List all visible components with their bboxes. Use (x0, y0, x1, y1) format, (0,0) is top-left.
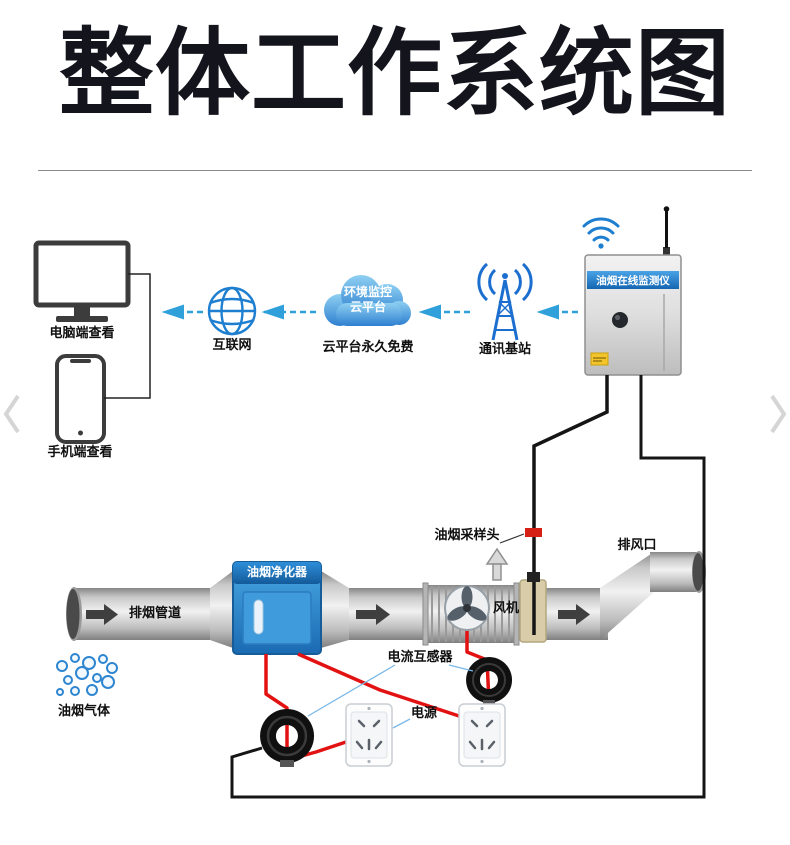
carousel-next-icon[interactable] (770, 394, 787, 434)
wifi-icon (582, 217, 620, 242)
device-header-label: 油烟在线监测仪 (596, 275, 670, 287)
red-wire-purifier-to-left-outlet (264, 654, 347, 762)
sampling-leader-line (499, 533, 525, 544)
power-label: 电源 (410, 705, 438, 720)
black-loop-wire (230, 375, 706, 799)
fan-icon (444, 585, 490, 631)
current-transformer-label: 电流互感器 (387, 649, 453, 664)
power-outlet-left (345, 703, 393, 767)
computer-icon (33, 240, 131, 322)
internet-globe-icon (207, 286, 257, 336)
sampling-probe-wire (532, 375, 609, 612)
probe-clamp (525, 528, 542, 537)
page-title: 整体工作系统图 (58, 21, 731, 127)
device-knob (612, 312, 628, 328)
monitor-device-icon (582, 206, 682, 376)
base-station-icon (477, 262, 533, 341)
divider-line (38, 170, 752, 171)
fume-gas-bubbles (56, 653, 118, 696)
terminal-bracket-line (104, 273, 151, 399)
cloud-caption: 云平台永久免费 (322, 339, 414, 354)
antenna-base (663, 247, 670, 256)
purifier-box (232, 561, 322, 655)
exhaust-duct-label: 排烟管道 (128, 605, 182, 620)
power-outlet-right (458, 703, 506, 767)
sampling-head-label: 油烟采样头 (434, 527, 500, 542)
internet-label: 互联网 (212, 337, 252, 352)
base-station-label: 通讯基站 (478, 341, 532, 356)
purifier-label: 油烟净化器 (246, 565, 308, 579)
cloud-text-line1: 环境监控 (343, 285, 393, 299)
phone-icon (55, 354, 106, 444)
phone-label: 手机端查看 (47, 444, 113, 459)
cloud-icon (324, 275, 411, 326)
current-transformer-large (260, 709, 315, 767)
sampling-up-arrow (485, 547, 509, 581)
leader-power (392, 718, 411, 729)
flow-arrows (86, 604, 590, 625)
warning-label (590, 352, 609, 366)
riser-section (600, 552, 654, 640)
computer-label: 电脑端查看 (49, 325, 115, 340)
cloud-text-line2: 云平台 (349, 300, 387, 314)
fan-label: 风机 (493, 600, 520, 615)
sampling-head (519, 528, 547, 643)
device-header-bar (587, 271, 679, 289)
leader-transformer-small (448, 664, 474, 672)
exhaust-outlet-pipe (650, 552, 700, 592)
purifier-header-bar (233, 562, 321, 584)
current-transformer-small (466, 657, 513, 706)
fume-gas-label: 油烟气体 (57, 703, 111, 718)
carousel-prev-icon[interactable] (3, 394, 20, 434)
leader-transformer-large (307, 664, 396, 717)
red-wire-purifier-to-right-outlet (297, 652, 460, 718)
exhaust-duct (66, 551, 706, 648)
exhaust-vent-label: 排风口 (617, 537, 657, 552)
